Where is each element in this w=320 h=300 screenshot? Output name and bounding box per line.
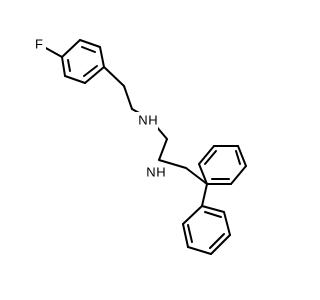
chemical-structure-diagram: F N H N H (32, 35, 247, 255)
amine-lower-n-label: N (146, 164, 155, 179)
amine-upper-h-label: H (148, 112, 157, 127)
bond (43, 46, 63, 58)
aromatic-bond (235, 150, 241, 165)
bond (158, 159, 187, 169)
phenyl-ring-lower (182, 205, 231, 255)
amine-lower-h-label: H (156, 164, 165, 179)
fluorine-mask (32, 35, 46, 53)
amine-upper-n-label: N (138, 112, 147, 127)
bond (103, 66, 125, 87)
bond (123, 85, 133, 110)
bond (201, 205, 225, 213)
aromatic-bond (187, 224, 193, 243)
aromatic-bond (83, 65, 98, 77)
bond (79, 39, 101, 48)
bond (158, 138, 168, 161)
bond (99, 46, 105, 68)
phenyl-ring-upper (198, 145, 247, 185)
bond (237, 145, 247, 167)
aromatic-bond (204, 150, 217, 165)
atom-labels: F N H N H (32, 35, 166, 182)
bond (201, 183, 208, 207)
amine-upper-mask (134, 112, 158, 130)
bond (64, 75, 86, 84)
bond (198, 163, 208, 185)
bond (185, 167, 208, 185)
bond (230, 165, 247, 185)
bond (223, 211, 231, 236)
bond (182, 205, 203, 225)
bond (182, 223, 189, 248)
bond (61, 56, 66, 77)
aromatic-bond (81, 46, 96, 53)
aromatic-bond (209, 233, 225, 249)
bond (61, 39, 81, 58)
amine-lower-mask (142, 164, 166, 182)
bond (187, 246, 212, 255)
bond (210, 234, 231, 255)
bond (198, 145, 215, 165)
chain-bonds (43, 46, 208, 207)
bond (84, 66, 105, 84)
fluorophenyl-ring (61, 39, 105, 84)
fluorine-label: F (35, 36, 43, 51)
aromatic-bond (67, 59, 71, 72)
aromatic-bond (204, 211, 222, 218)
